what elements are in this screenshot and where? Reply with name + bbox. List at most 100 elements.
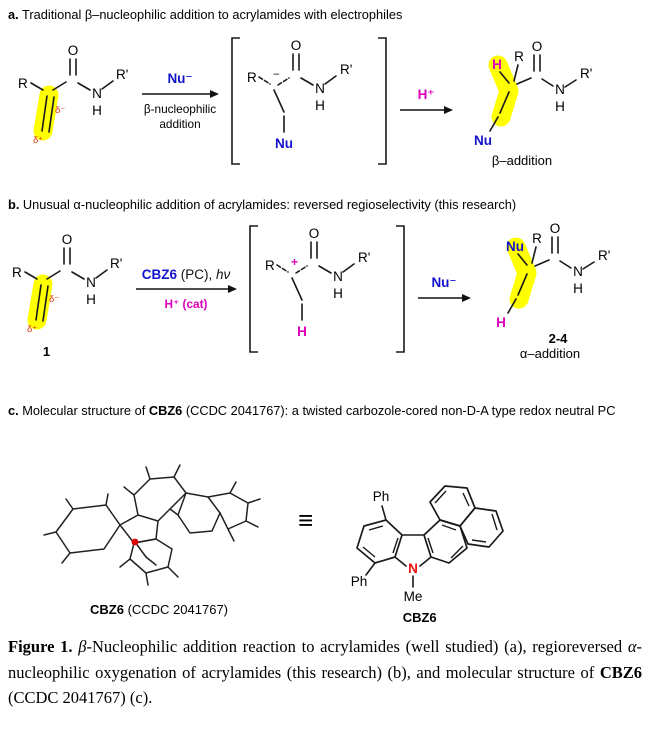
atom-label-r-prime: R'	[116, 67, 128, 82]
reaction-arrow	[418, 293, 471, 302]
caption-figure-label: Figure 1.	[8, 637, 73, 656]
compound-1-number: 1	[42, 343, 51, 359]
atom-label-h: H	[555, 99, 565, 114]
atom-label-n: N	[573, 264, 583, 279]
atom-label-r: R	[514, 49, 524, 64]
vinyl-highlight	[33, 85, 59, 141]
bond-lines	[276, 241, 355, 321]
atom-label-r: R	[532, 231, 542, 246]
nucleophile-reagent-label: Nu⁻	[167, 71, 193, 87]
atom-label-h: H	[92, 103, 102, 118]
atom-label-h: H	[86, 292, 96, 307]
photocatalysis-conditions-label: CBZ6 (PC), hν	[142, 267, 231, 282]
vinyl-highlight	[27, 274, 53, 329]
panel-a-product-block: H R O N H R' Nu β–addition	[457, 35, 607, 168]
product-beta: H R O N H R' Nu	[474, 39, 592, 148]
caption-text-1: -Nucleophilic addition reaction to acryl…	[86, 637, 628, 656]
nitrogen-atom-dot	[131, 538, 139, 546]
panel-b-sm-block: R δ⁻ δ⁺ O N H R' 1	[6, 220, 131, 359]
light-hv-label: hν	[216, 266, 231, 282]
intermediate-anion: R − O N H R' Nu	[231, 37, 387, 165]
panel-a-title: Traditional β–nucleophilic addition to a…	[18, 7, 403, 22]
atom-label-o: O	[309, 226, 320, 241]
panel-b-arrow2: Nu⁻	[416, 275, 472, 304]
bond-lines	[24, 246, 108, 322]
bond-lines	[489, 53, 577, 132]
cbz6-structure-block: N Me Ph Ph CBZ6	[327, 446, 512, 625]
caption-text-3: (CCDC 2041767) (c).	[8, 688, 153, 708]
acid-cat-label: H⁺ (cat)	[164, 296, 208, 311]
panel-c-header: c. Molecular structure of CBZ6 (CCDC 204…	[8, 402, 644, 419]
acrylamide-structure-a: R δ⁻ δ⁺ O N H R'	[18, 43, 128, 146]
xray-caption-text: (CCDC 2041767)	[123, 602, 228, 617]
proton-reagent-label: H⁺	[417, 86, 435, 102]
panel-b-header: b. Unusual α-nucleophilic addition of ac…	[8, 196, 516, 213]
atom-label-o: O	[550, 221, 561, 236]
atom-label-n: N	[333, 269, 343, 284]
intermediate-cation: R + O N H R' H	[249, 225, 405, 353]
caption-alpha: α	[627, 637, 637, 656]
atom-label-o: O	[291, 38, 302, 53]
figure-caption: Figure 1. β-Nucleophilic addition reacti…	[8, 634, 642, 711]
ring-bonds	[356, 485, 505, 588]
xray-structure-block: CBZ6 (CCDC 2041767)	[34, 454, 284, 617]
aromatic-inner-bonds	[362, 490, 498, 559]
atom-label-o: O	[62, 232, 73, 247]
bracket-left	[249, 225, 258, 353]
atom-label-o: O	[68, 43, 79, 58]
reaction-arrow	[400, 105, 453, 114]
wireframe-lines	[43, 464, 261, 586]
bracket-right	[378, 37, 387, 165]
atom-label-r: R	[247, 70, 257, 85]
caption-cbz6: CBZ6	[599, 662, 642, 682]
panel-a-scheme: R δ⁻ δ⁺ O N H R' Nu⁻ β-nucleophilic addi…	[12, 26, 607, 176]
nu-label: Nu	[506, 239, 524, 254]
pc-text: (PC),	[177, 266, 216, 282]
atom-label-r-prime: R'	[598, 248, 610, 263]
panel-c-structures: CBZ6 (CCDC 2041767) ≡	[34, 446, 512, 625]
condition-line-1: β-nucleophilic	[143, 102, 217, 117]
beta-h-label: H	[297, 324, 307, 339]
panel-b-title: Unusual α-nucleophilic addition of acryl…	[19, 197, 517, 212]
atom-label-r: R	[12, 265, 22, 280]
panel-a-arrow2: H⁺	[398, 87, 454, 116]
atom-label-r: R	[18, 76, 28, 91]
reaction-arrow	[142, 90, 219, 99]
panel-c-title-1: Molecular structure of	[18, 403, 149, 418]
xray-caption-bold: CBZ6	[90, 602, 124, 617]
atom-label-h: H	[333, 286, 343, 301]
atom-label-n: N	[92, 86, 102, 101]
delta-plus-label: δ⁺	[33, 135, 43, 146]
panel-a-arrow1-conditions: β-nucleophilic addition	[144, 102, 216, 130]
alpha-addition-label: α–addition	[519, 346, 581, 361]
atom-label-o: O	[532, 39, 543, 54]
nitrogen-label: N	[408, 561, 418, 576]
compound-2-4-number: 2-4	[548, 331, 568, 346]
atom-label-n: N	[315, 81, 325, 96]
atom-label-r-prime: R'	[358, 250, 370, 265]
nu-label: Nu	[474, 133, 492, 148]
phenyl-top-label: Ph	[373, 489, 390, 504]
beta-addition-label: β–addition	[491, 152, 553, 168]
acrylamide-structure-b: R δ⁻ δ⁺ O N H R'	[12, 232, 122, 335]
cbz6-structure-caption: CBZ6	[402, 610, 437, 625]
panel-b-product-block: Nu R O N H R' H 2-4 α–addition	[475, 217, 625, 361]
atom-label-h: H	[573, 281, 583, 296]
atom-label-n: N	[555, 82, 565, 97]
panel-a-header: a. Traditional β–nucleophilic addition t…	[8, 6, 402, 23]
caption-text-2: -nucleophilic oxygenation of acrylamides…	[8, 637, 642, 682]
product-alpha: Nu R O N H R' H	[496, 221, 610, 330]
delta-minus-label: δ⁻	[49, 294, 59, 305]
panel-b-label: b.	[8, 197, 20, 212]
atom-label-n: N	[86, 275, 96, 290]
beta-h-label: H	[496, 315, 506, 330]
atom-label-h: H	[315, 98, 325, 113]
minus-charge-label: −	[273, 69, 280, 81]
panel-b-arrow1: CBZ6 (PC), hν H⁺ (cat)	[134, 267, 238, 311]
bond-lines	[258, 53, 337, 133]
panel-a-label: a.	[8, 7, 19, 22]
cbz6-reagent-label: CBZ6	[141, 266, 177, 282]
panel-c-title-cbz6: CBZ6	[148, 403, 183, 418]
reaction-arrow	[136, 284, 237, 293]
atom-label-r-prime: R'	[340, 62, 352, 77]
